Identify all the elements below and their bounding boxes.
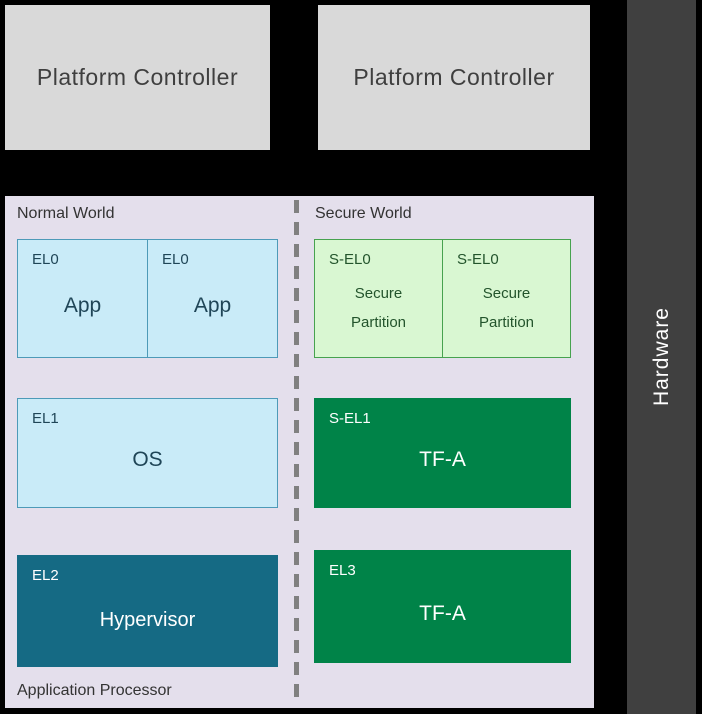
exception-level-label: S-EL0 (329, 251, 371, 268)
platform-controller-label-2: Platform Controller (353, 64, 555, 90)
el1-os-box: EL1 OS (17, 398, 278, 508)
exception-level-label: EL3 (329, 562, 356, 579)
exception-level-label: S-EL1 (329, 410, 371, 427)
exception-level-label: EL0 (32, 251, 59, 268)
component-name: TF-A (419, 601, 466, 625)
application-processor-panel: Normal World Secure World EL0 App EL0 Ap… (5, 196, 594, 708)
component-name: TF-A (419, 448, 466, 471)
el0-app-box-1: EL0 App (17, 239, 148, 358)
component-name: Hypervisor (99, 608, 196, 631)
component-name: App (63, 293, 102, 317)
normal-world-label: Normal World (17, 205, 115, 222)
exception-level-label: EL2 (32, 567, 59, 584)
el3-tfa-box: EL3 TF-A (314, 550, 571, 663)
world-divider (294, 200, 299, 704)
component-name: Secure Partition (478, 285, 535, 331)
component-name: OS (132, 448, 163, 471)
exception-level-label: S-EL0 (457, 251, 499, 268)
sel0-secure-partition-box-2: S-EL0 Secure Partition (442, 239, 571, 358)
sel1-tfa-box: S-EL1 TF-A (314, 398, 571, 508)
el2-hypervisor-box: EL2 Hypervisor (17, 555, 278, 667)
component-name: Secure Partition (350, 285, 407, 331)
hardware-label: Hardware (649, 307, 673, 407)
exception-level-label: EL1 (32, 410, 59, 427)
secure-world-label: Secure World (315, 205, 412, 222)
application-processor-label: Application Processor (17, 682, 172, 699)
component-name: App (193, 293, 232, 317)
platform-controller-box-1: Platform Controller (5, 5, 270, 150)
sel0-secure-partition-box-1: S-EL0 Secure Partition (314, 239, 443, 358)
hardware-bar: Hardware (627, 0, 696, 714)
el0-app-box-2: EL0 App (147, 239, 278, 358)
exception-level-label: EL0 (162, 251, 189, 268)
platform-controller-box-2: Platform Controller (318, 5, 590, 150)
platform-controller-label-1: Platform Controller (36, 64, 239, 90)
